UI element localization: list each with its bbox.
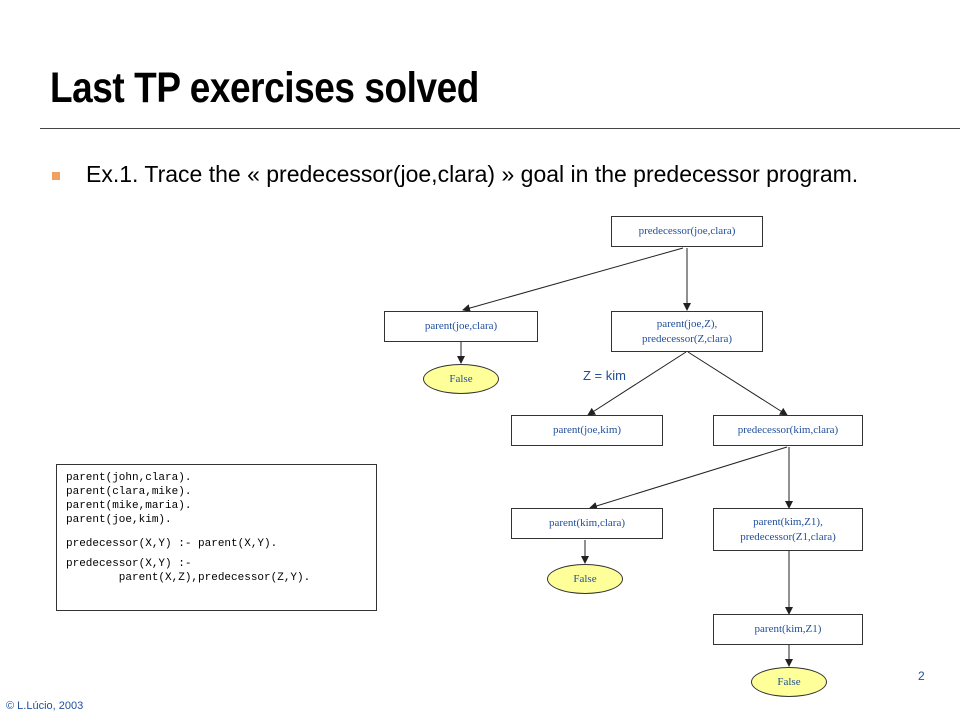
node-parent-joe-clara: parent(joe,clara) xyxy=(384,311,538,342)
false-node-2-label: False xyxy=(573,573,597,585)
false-node-3-label: False xyxy=(777,676,801,688)
edge-root-n1 xyxy=(462,247,684,312)
node-parent-joe-z-predecessor: parent(joe,Z), predecessor(Z,clara) xyxy=(611,311,763,352)
fact-line: parent(john,clara). xyxy=(66,472,192,484)
false-node-2: False xyxy=(547,564,623,594)
node-parent-kim-clara: parent(kim,clara) xyxy=(511,508,663,539)
false-node-1: False xyxy=(423,364,499,394)
copyright-notice: © L.Lúcio, 2003 xyxy=(6,700,84,712)
false-node-1-label: False xyxy=(449,373,473,385)
binding-label: Z = kim xyxy=(583,368,626,383)
rule-base-case: predecessor(X,Y) :- parent(X,Y). xyxy=(66,538,278,550)
node-n2-line1: parent(joe,Z), xyxy=(656,317,718,330)
fact-line: parent(mike,maria). xyxy=(66,500,192,512)
node-predecessor-kim-clara: predecessor(kim,clara) xyxy=(713,415,863,446)
bullet-marker xyxy=(52,172,60,180)
node-n7-label: parent(kim,Z1) xyxy=(754,623,822,635)
edge-n4-n5 xyxy=(589,446,788,510)
rule-recursive-body: parent(X,Z),predecessor(Z,Y). xyxy=(66,572,311,584)
page-number: 2 xyxy=(918,669,925,683)
fact-line: parent(joe,kim). xyxy=(66,514,172,526)
node-root-label: predecessor(joe,clara) xyxy=(638,225,736,237)
node-n2-line2: predecessor(Z,clara) xyxy=(641,332,733,345)
node-n6-line2: predecessor(Z1,clara) xyxy=(740,530,836,543)
fact-line: parent(clara,mike). xyxy=(66,486,192,498)
node-n4-label: predecessor(kim,clara) xyxy=(737,424,839,436)
node-parent-joe-clara-label: parent(joe,clara) xyxy=(424,320,498,332)
node-n6-line1: parent(kim,Z1), xyxy=(753,515,823,528)
title-divider xyxy=(40,128,960,129)
program-listing: parent(john,clara). parent(clara,mike). … xyxy=(56,464,377,611)
false-node-3: False xyxy=(751,667,827,697)
node-parent-kim-z1: parent(kim,Z1) xyxy=(713,614,863,645)
node-parent-kim-z1-predecessor: parent(kim,Z1), predecessor(Z1,clara) xyxy=(713,508,863,551)
bullet-text: Ex.1. Trace the « predecessor(joe,clara)… xyxy=(86,161,859,187)
rule-recursive-head: predecessor(X,Y) :- xyxy=(66,558,192,570)
slide-title: Last TP exercises solved xyxy=(50,64,479,112)
node-root: predecessor(joe,clara) xyxy=(611,216,763,247)
edge-n2-n3 xyxy=(587,351,687,416)
node-parent-joe-kim: parent(joe,kim) xyxy=(511,415,663,446)
edge-n2-n4 xyxy=(687,351,788,416)
node-n5-label: parent(kim,clara) xyxy=(548,517,626,529)
node-n3-label: parent(joe,kim) xyxy=(552,424,622,436)
